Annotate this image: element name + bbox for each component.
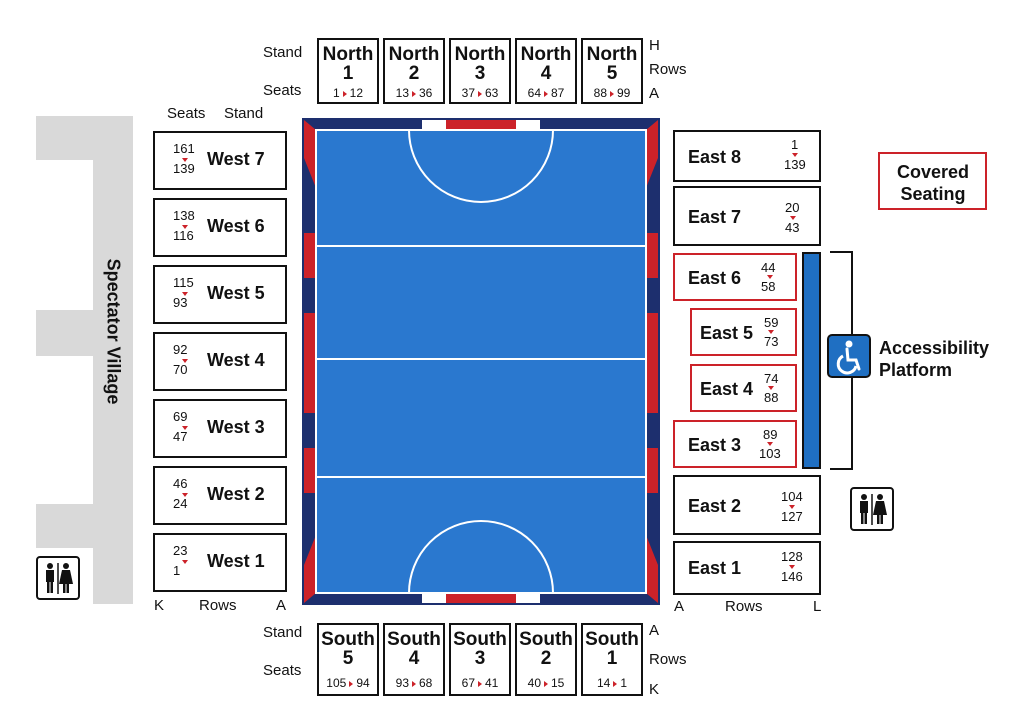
arrow-right-icon [342,91,347,97]
arrow-down-icon [790,216,796,220]
arrow-down-icon [182,426,188,430]
arrow-right-icon [412,681,416,687]
stand-east-7[interactable]: East 7 20 43 [673,186,821,246]
east-row-left: A [674,598,685,615]
arrow-right-icon [412,91,416,97]
arrow-down-icon [182,359,188,363]
stand-west-6[interactable]: 138 116 West 6 [153,198,287,257]
arrow-down-icon [182,560,188,564]
stand-east-8[interactable]: East 8 1 139 [673,130,821,182]
accessibility-platform [802,252,821,469]
east-row-right: L [813,598,822,615]
south-row-bottom: K [649,681,660,698]
arrow-down-icon [768,330,774,334]
arrow-right-icon [349,681,354,687]
stand-east-1[interactable]: East 1 128 146 [673,541,821,595]
stand-east-5[interactable]: East 5 59 73 [690,308,797,356]
east-rows-label: Rows [725,598,763,615]
toilet-icon [850,487,894,531]
stand-east-6[interactable]: East 6 44 58 [673,253,797,301]
stand-west-3[interactable]: 69 47 West 3 [153,399,287,458]
south-rows-label: Rows [649,651,687,668]
arrow-down-icon [792,153,798,157]
arrow-down-icon [182,158,188,162]
stand-east-4[interactable]: East 4 74 88 [690,364,797,412]
handball-court [302,118,660,605]
wheelchair-icon [827,334,871,378]
arrow-down-icon [767,275,773,279]
north-row-top: H [649,37,660,54]
arrow-down-icon [789,505,795,509]
arrow-down-icon [182,493,188,497]
stand-west-1[interactable]: 23 1 West 1 [153,533,287,592]
north-seats-label: Seats [263,82,302,99]
stand-west-4[interactable]: 92 70 West 4 [153,332,287,391]
west-row-left: K [154,597,165,614]
covered-seating-legend: Covered Seating [878,152,987,210]
arrow-down-icon [768,386,774,390]
west-stand-label: Stand [224,105,264,122]
arrow-down-icon [182,292,188,296]
stand-west-2[interactable]: 46 24 West 2 [153,466,287,525]
arrow-right-icon [544,91,548,97]
arrow-down-icon [789,565,795,569]
arrow-down-icon [767,442,773,446]
north-stand-label: Stand [263,44,303,61]
arrow-right-icon [613,681,618,687]
arrow-right-icon [610,91,614,97]
north-rows-label: Rows [649,61,687,78]
north-row-bottom: A [649,85,660,102]
stand-east-2[interactable]: East 2 104 127 [673,475,821,535]
arrow-right-icon [478,681,482,687]
south-seats-label: Seats [263,662,302,679]
west-row-right: A [276,597,287,614]
south-stand-label: Stand [263,624,303,641]
west-rows-label: Rows [199,597,237,614]
stand-east-3[interactable]: East 3 89 103 [673,420,797,468]
stand-west-7[interactable]: 161 139 West 7 [153,131,287,190]
stand-west-5[interactable]: 115 93 West 5 [153,265,287,324]
spectator-village-area [36,116,133,604]
arrow-right-icon [478,91,482,97]
west-seats-label: Seats [167,105,206,122]
accessibility-label: Accessibility Platform [879,338,990,380]
arrow-down-icon [182,225,188,229]
toilet-icon [36,556,80,600]
south-row-top: A [649,622,660,639]
arrow-right-icon [544,681,548,687]
